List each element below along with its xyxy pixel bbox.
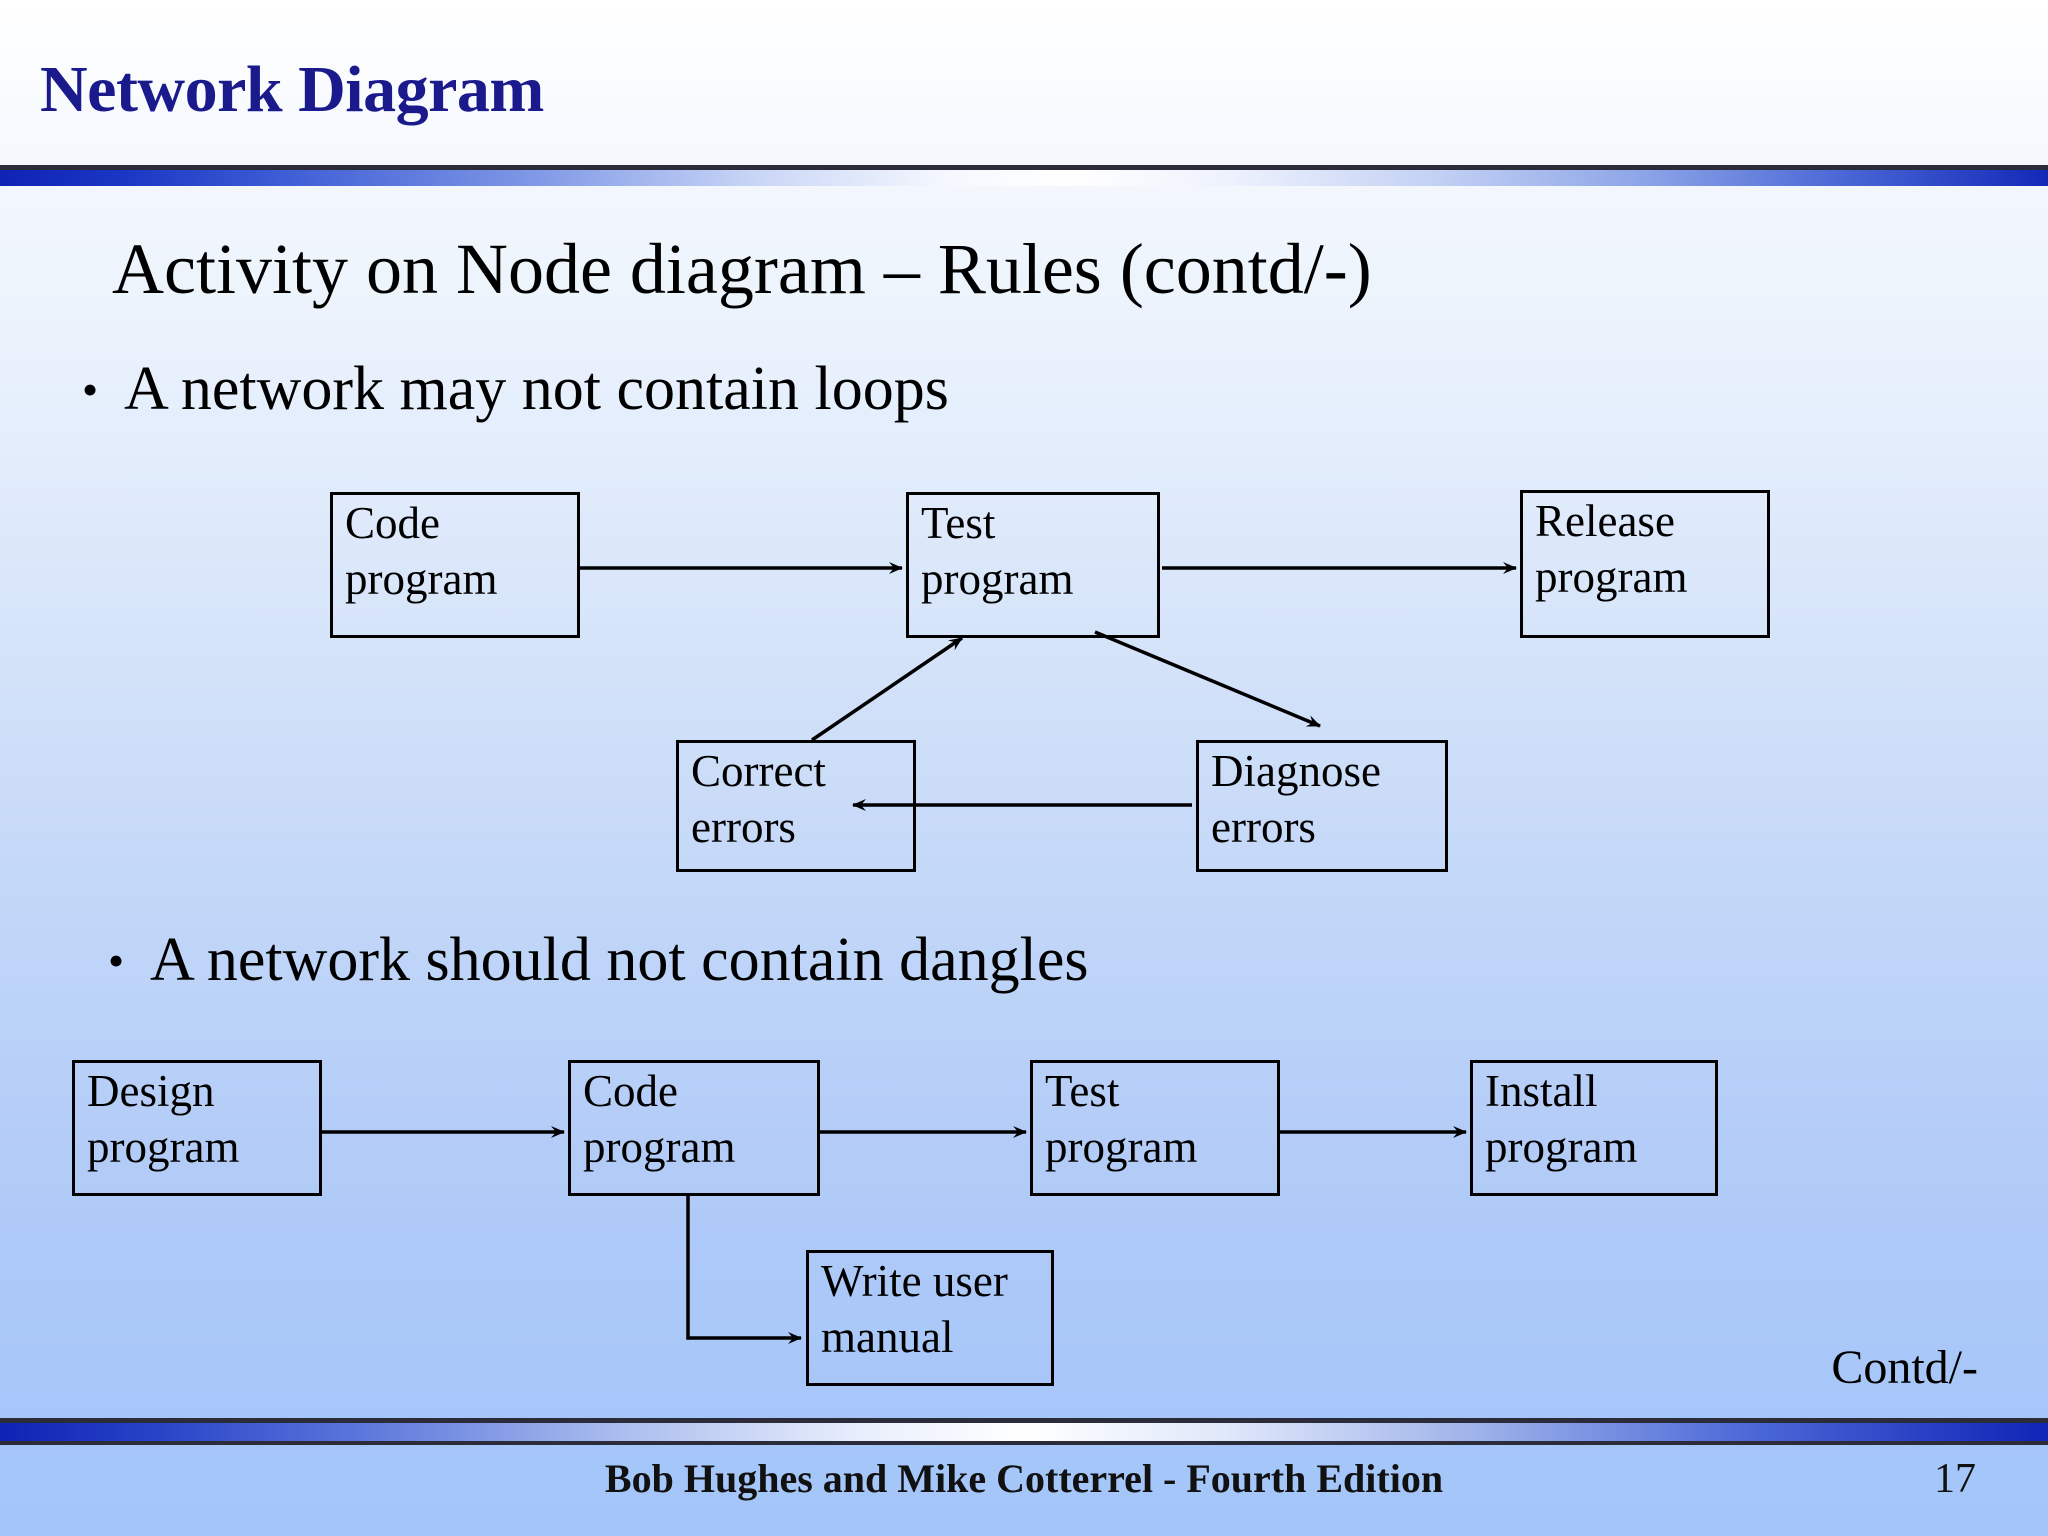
header-gradient-band [0,170,2048,186]
node-line-2: manual [821,1311,954,1362]
footer-gradient-band [0,1423,2048,1441]
node-install-program[interactable]: Install program [1470,1060,1718,1196]
bullet-item-dangles: • A network should not contain dangles [108,925,1088,996]
node-line-2: program [1535,551,1688,602]
node-line-1: Diagnose [1211,746,1381,796]
footer-attribution: Bob Hughes and Mike Cotterrel - Fourth E… [604,1456,1444,1501]
bullet-item-loops: • A network may not contain loops [82,354,949,425]
node-release-program[interactable]: Release program [1520,490,1770,638]
bullet-marker-icon: • [108,935,125,986]
edge-correct-to-test [811,636,963,742]
node-line-1: Release [1535,496,1675,546]
contd-note: Contd/- [1831,1341,1978,1394]
edge-test-to-diagnose [1094,630,1321,728]
node-line-1: Test [1045,1066,1120,1116]
node-code-program-2[interactable]: Code program [568,1060,820,1196]
node-line-1: Code [583,1066,678,1116]
node-test-program-2[interactable]: Test program [1030,1060,1280,1196]
node-line-1: Code [345,498,440,548]
node-write-user-manual[interactable]: Write user manual [806,1250,1054,1386]
node-line-1: Design [87,1066,215,1116]
header-divider-line [0,165,2048,170]
node-line-1: Write user [821,1256,1008,1306]
bullet-label: A network may not contain loops [124,355,949,423]
page-title: Network Diagram [40,53,544,126]
slide-subtitle: Activity on Node diagram – Rules (contd/… [112,229,1372,309]
node-diagnose-errors[interactable]: Diagnose errors [1196,740,1448,872]
bullet-marker-icon: • [82,364,99,415]
node-line-1: Test [921,498,996,548]
node-line-1: Install [1485,1066,1598,1116]
node-line-2: errors [1211,801,1316,852]
node-line-2: program [921,553,1074,604]
page-number: 17 [1934,1456,1976,1502]
footer-divider-line [0,1418,2048,1423]
node-line-2: program [583,1121,736,1172]
node-line-2: program [87,1121,240,1172]
node-code-program[interactable]: Code program [330,492,580,638]
node-test-program[interactable]: Test program [906,492,1160,638]
node-design-program[interactable]: Design program [72,1060,322,1196]
footer-divider-line-bottom [0,1441,2048,1445]
node-line-2: errors [691,801,796,852]
node-line-2: program [1485,1121,1638,1172]
node-correct-errors[interactable]: Correct errors [676,740,916,872]
node-line-2: program [1045,1121,1198,1172]
node-line-2: program [345,553,498,604]
edge-code-to-manual [686,1196,802,1344]
bullet-label: A network should not contain dangles [150,926,1089,994]
node-line-1: Correct [691,746,826,796]
